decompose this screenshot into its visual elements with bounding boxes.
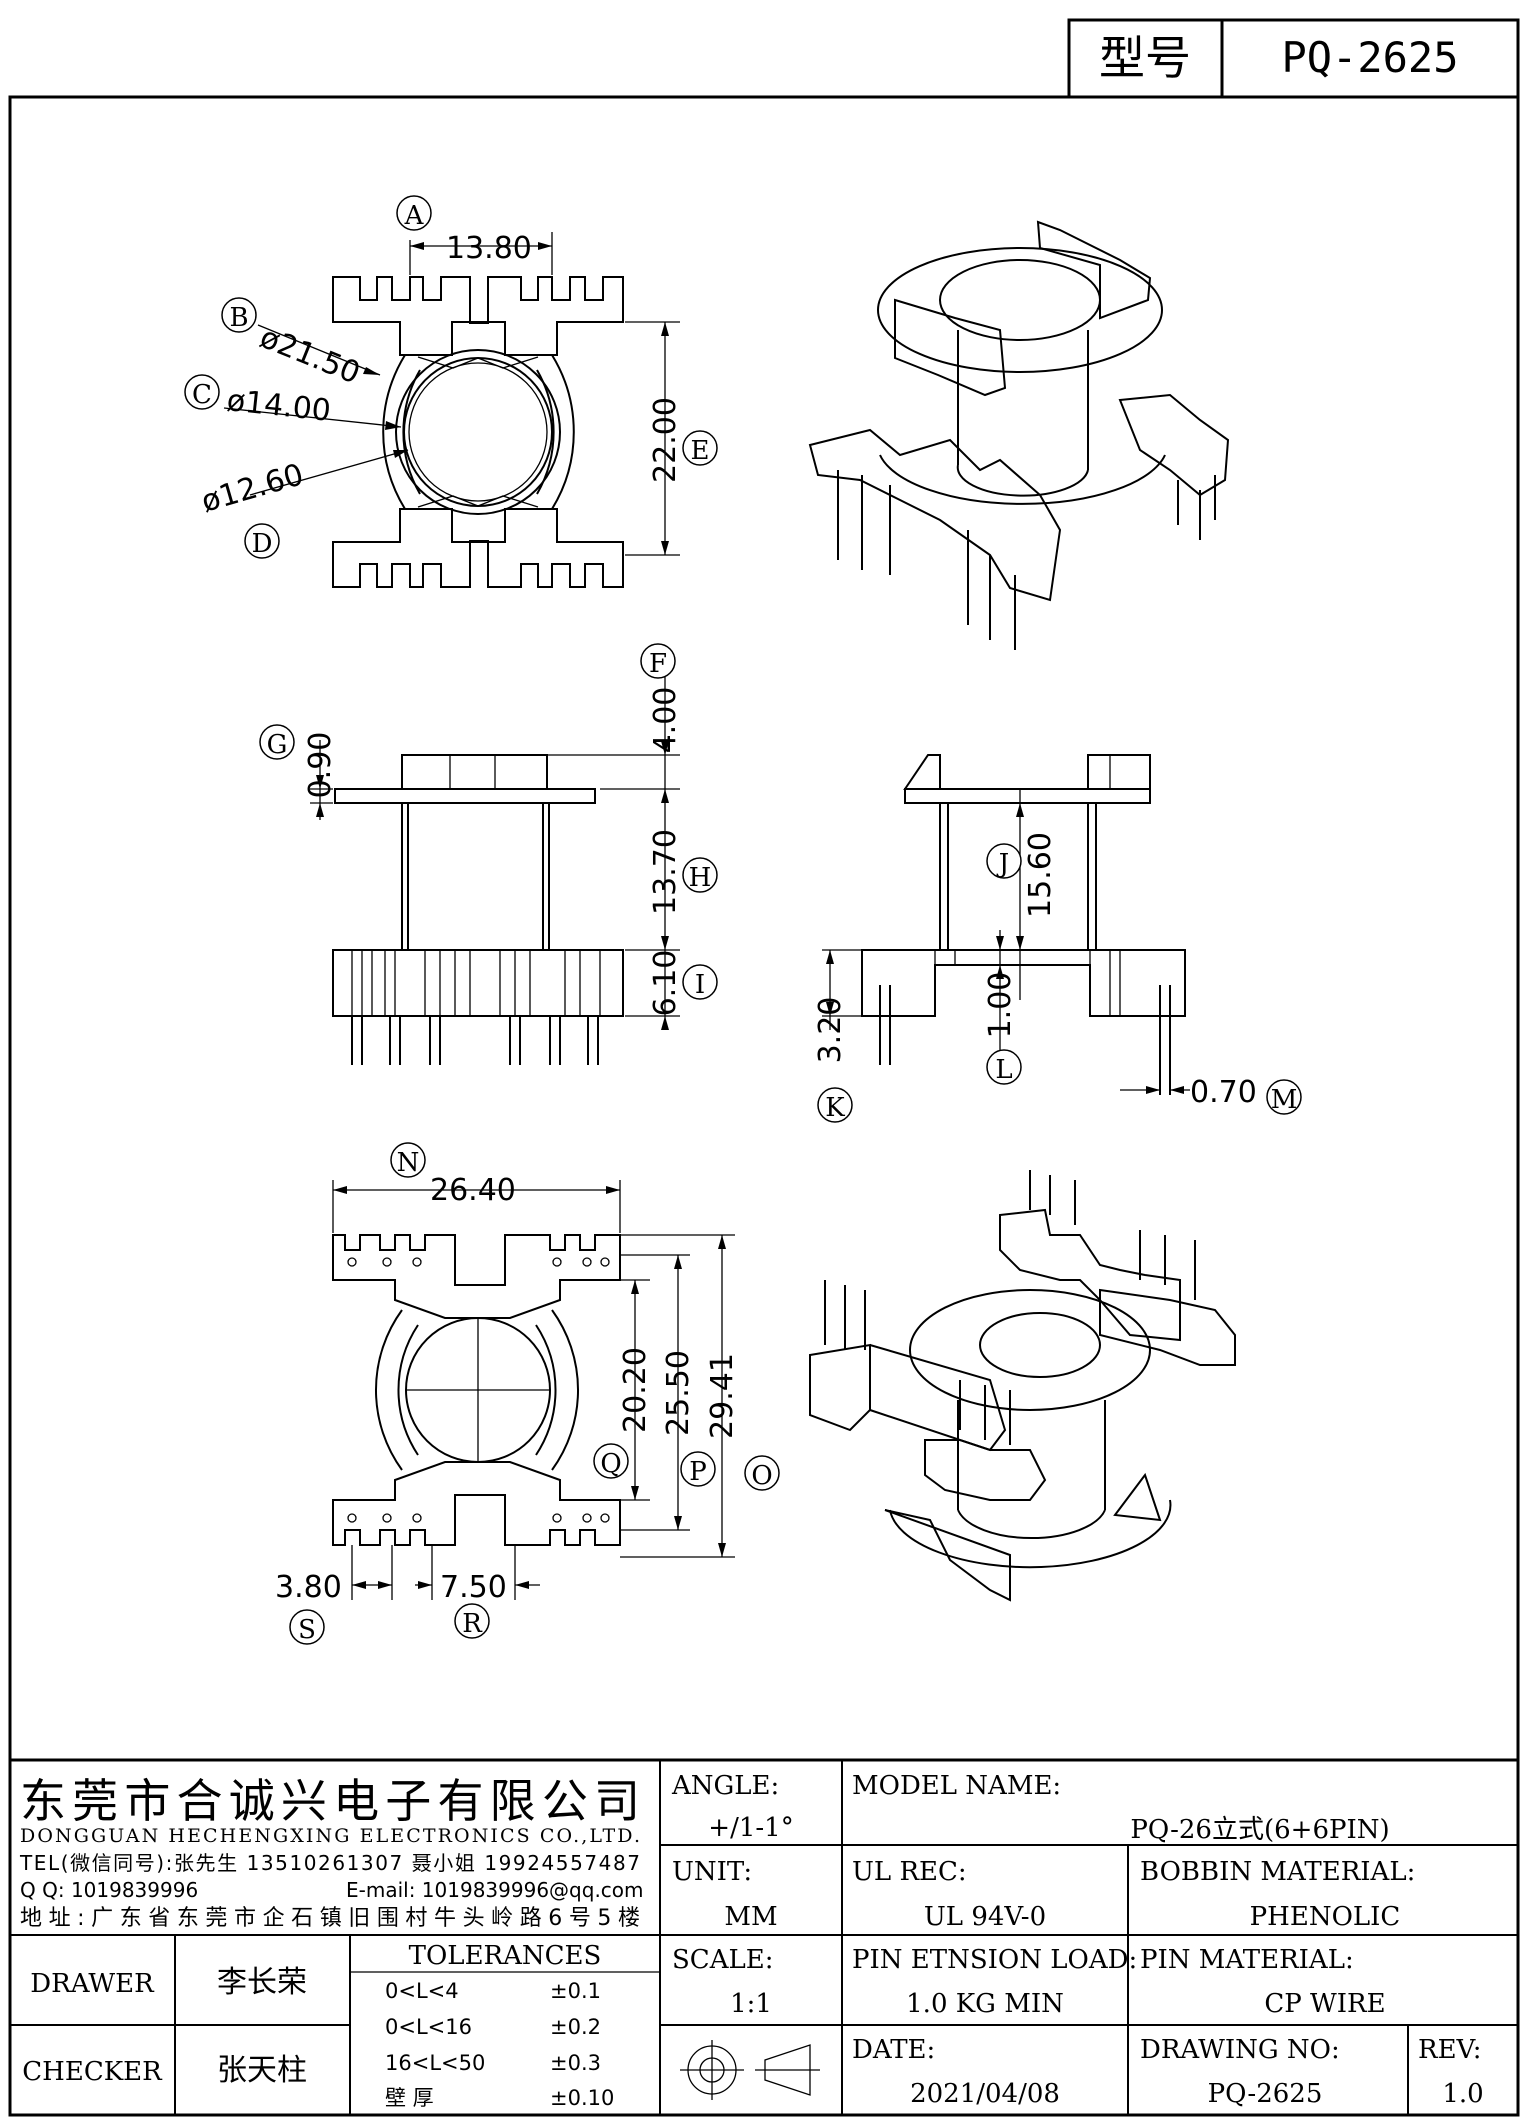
dim-dia-14-00: ø14.00 — [225, 383, 332, 429]
model-name-value: PQ-26立式(6+6PIN) — [1130, 1815, 1389, 1845]
scale-label: SCALE: — [672, 1945, 774, 1975]
marker-g: G — [267, 730, 288, 760]
marker-a: A — [404, 201, 425, 231]
dim-0-70: 0.70 — [1190, 1075, 1257, 1110]
pin-load-label: PIN ETNSION LOAD: — [852, 1945, 1137, 1975]
isometric-view-bottom — [809, 1170, 1236, 1602]
pin-load-value: 1.0 KG MIN — [906, 1989, 1064, 2019]
pin-material-label: PIN MATERIAL: — [1140, 1945, 1354, 1975]
company-name-en: DONGGUAN HECHENGXING ELECTRONICS CO.,LTD… — [20, 1825, 640, 1847]
drawing-no-value: PQ-2625 — [1208, 2079, 1323, 2109]
tolerances-label: TOLERANCES — [409, 1941, 602, 1971]
dim-1-00: 1.00 — [983, 972, 1018, 1039]
marker-o: O — [751, 1461, 772, 1491]
tolerance-value: ±0.1 — [550, 1979, 601, 2003]
marker-c: C — [192, 380, 212, 410]
date-label: DATE: — [852, 2035, 935, 2065]
dim-dia-21-50: ø21.50 — [255, 320, 365, 392]
dim-25-50: 25.50 — [661, 1350, 696, 1436]
date-value: 2021/04/08 — [910, 2079, 1060, 2109]
marker-r: R — [462, 1609, 483, 1639]
sheet-border — [8, 95, 1520, 2117]
bobbin-material-value: PHENOLIC — [1250, 1902, 1401, 1932]
dim-3-80: 3.80 — [275, 1570, 342, 1605]
dim-7-50: 7.50 — [440, 1570, 507, 1605]
dim-22-00: 22.00 — [648, 397, 683, 483]
company-name-cn: 东莞市合诚兴电子有限公司 — [20, 1774, 640, 1828]
marker-j: J — [996, 849, 1009, 879]
dim-dia-12-60: ø12.60 — [198, 457, 308, 519]
dim-4-00: 4.00 — [648, 687, 683, 754]
side-view: 15.60 1.00 3.20 0.70 J K L M — [813, 754, 1302, 1123]
model-label: 型号 — [1099, 31, 1191, 85]
rev-label: REV: — [1418, 2035, 1481, 2065]
dim-15-60: 15.60 — [1023, 832, 1058, 918]
dim-3-20: 3.20 — [813, 997, 848, 1064]
marker-e: E — [691, 436, 710, 466]
dim-29-41: 29.41 — [705, 1353, 740, 1439]
unit-label: UNIT: — [672, 1857, 752, 1887]
tolerance-range: 16<L<50 — [385, 2051, 485, 2075]
isometric-view-top — [808, 220, 1230, 650]
header-model-box: 型号 PQ-2625 — [1067, 18, 1520, 99]
bobbin-material-label: BOBBIN MATERIAL: — [1140, 1857, 1415, 1887]
company-email: E-mail: 1019839996@qq.com — [346, 1878, 644, 1902]
tolerance-value: ±0.2 — [550, 2015, 601, 2039]
model-name-label: MODEL NAME: — [852, 1771, 1061, 1801]
dim-6-10: 6.10 — [648, 950, 683, 1017]
tolerance-value: ±0.10 — [550, 2086, 614, 2110]
scale-value: 1:1 — [730, 1989, 772, 2019]
marker-l: L — [995, 1055, 1012, 1085]
dim-26-40: 26.40 — [430, 1173, 516, 1208]
unit-value: MM — [724, 1902, 777, 1932]
marker-i: I — [695, 970, 705, 1000]
tolerance-range: 0<L<4 — [385, 1979, 459, 2003]
tolerance-range: 壁 厚 — [385, 2086, 434, 2110]
dim-13-80: 13.80 — [446, 231, 532, 266]
projection-symbol-icon — [680, 2040, 820, 2100]
marker-f: F — [649, 649, 667, 679]
dim-0-90: 0.90 — [303, 732, 338, 799]
ul-rec-value: UL 94V-0 — [924, 1902, 1046, 1932]
bottom-view: 26.40 20.20 25.50 29.41 3.80 7 — [275, 1142, 780, 1645]
front-view: 4.00 13.70 6.10 0.90 G F H I — [259, 643, 718, 1065]
ul-rec-label: UL REC: — [852, 1857, 967, 1887]
marker-k: K — [825, 1093, 845, 1123]
marker-s: S — [298, 1615, 316, 1645]
tolerance-value: ±0.3 — [550, 2051, 601, 2075]
angle-value: +/1-1° — [708, 1813, 793, 1843]
company-address: 地址:广东省东莞市企石镇旧围村牛头岭路6号5楼 — [20, 1906, 640, 1931]
marker-b: B — [229, 303, 248, 333]
drawer-value: 李长荣 — [217, 1965, 307, 2000]
dim-13-70: 13.70 — [648, 829, 683, 915]
rev-value: 1.0 — [1442, 2079, 1483, 2109]
marker-d: D — [252, 529, 273, 559]
drawing-no-label: DRAWING NO: — [1140, 2035, 1340, 2065]
marker-p: P — [689, 1457, 707, 1487]
pin-material-value: CP WIRE — [1264, 1989, 1385, 2019]
angle-label: ANGLE: — [671, 1771, 779, 1801]
company-tel: TEL(微信同号):张先生 13510261307 聂小姐 1992455748… — [19, 1851, 640, 1875]
company-qq: Q Q: 1019839996 — [20, 1878, 198, 1902]
marker-m: M — [1271, 1085, 1298, 1115]
marker-q: Q — [600, 1449, 621, 1479]
title-block: 东莞市合诚兴电子有限公司 DONGGUAN HECHENGXING ELECTR… — [10, 1758, 1518, 2115]
top-view: 13.80 22.00 ø21.50 ø14.00 ø12.60 A B C D… — [184, 195, 718, 588]
marker-h: H — [689, 863, 712, 893]
model-value: PQ-2625 — [1281, 33, 1458, 82]
dim-20-20: 20.20 — [618, 1347, 653, 1433]
checker-label: CHECKER — [22, 2057, 163, 2087]
tolerance-range: 0<L<16 — [385, 2015, 472, 2039]
checker-value: 张天柱 — [217, 2053, 307, 2088]
drawer-label: DRAWER — [30, 1969, 155, 1999]
marker-n: N — [397, 1148, 420, 1178]
